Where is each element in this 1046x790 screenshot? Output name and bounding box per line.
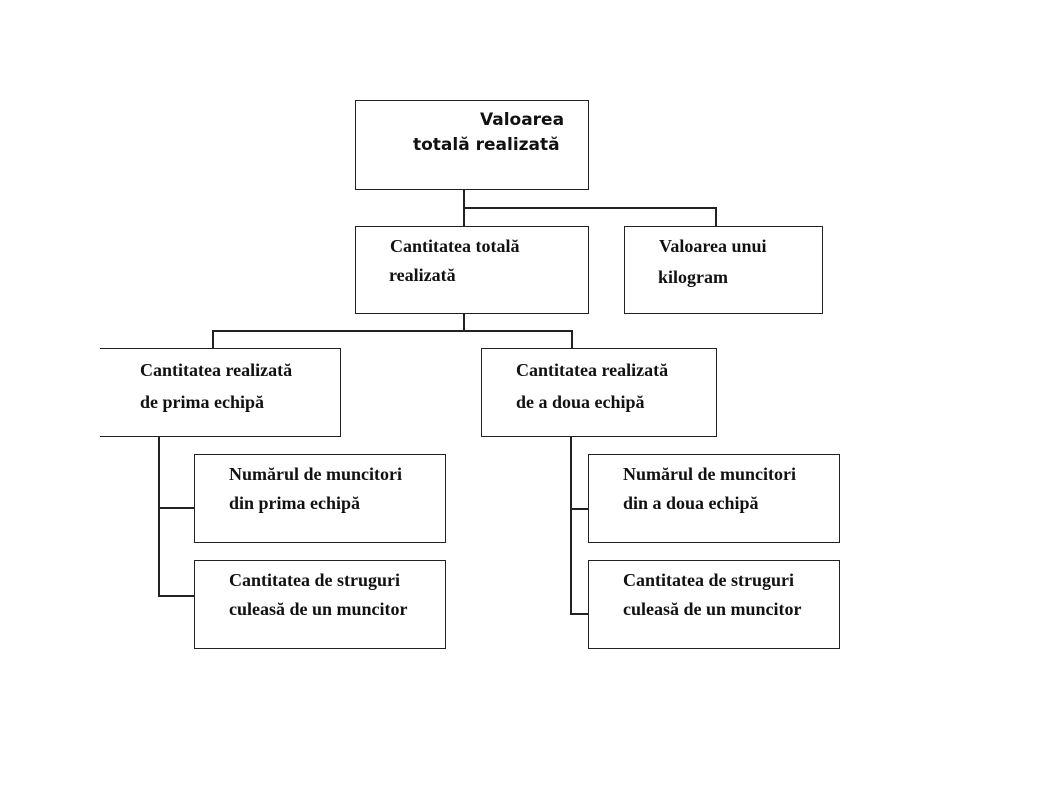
- node-label-line1: Numărul de muncitori: [229, 464, 402, 484]
- node-cantitate-struguri-prima: Cantitatea de struguri culeasă de un mun…: [194, 560, 446, 649]
- node-label-line2: totală realizată: [413, 135, 560, 155]
- node-label-line2: realizată: [389, 265, 456, 285]
- connector-to-team1: [212, 330, 214, 348]
- node-label-line1: Cantitatea realizată: [516, 360, 669, 380]
- node-label-line2: culeasă de un muncitor: [623, 599, 802, 619]
- connector-cantitate-down: [463, 313, 465, 331]
- node-label-line2: de prima echipă: [140, 392, 264, 412]
- node-label-line2: din prima echipă: [229, 493, 361, 513]
- connector-level2-branch: [212, 330, 572, 332]
- connector-team1-quantity: [158, 595, 195, 597]
- node-label-line1: Valoarea unui: [659, 236, 767, 256]
- node-valoarea-totala: Valoarea totală realizată: [355, 100, 589, 190]
- node-cantitatea-prima-echipa: Cantitatea realizată de prima echipă: [100, 348, 341, 437]
- node-cantitate-struguri-a-doua: Cantitatea de struguri culeasă de un mun…: [588, 560, 840, 649]
- connector-root-branch: [463, 207, 716, 209]
- node-label-line2: kilogram: [658, 267, 728, 287]
- node-label-line1: Cantitatea realizată: [140, 360, 293, 380]
- node-label-line1: Valoarea: [480, 110, 565, 130]
- node-label-line2: de a doua echipă: [516, 392, 645, 412]
- node-label-line2: din a doua echipă: [623, 493, 759, 513]
- node-numar-muncitori-a-doua: Numărul de muncitori din a doua echipă: [588, 454, 840, 543]
- connector-team2-quantity: [570, 613, 589, 615]
- node-cantitatea-a-doua-echipa: Cantitatea realizată de a doua echipă: [481, 348, 717, 437]
- node-label-line1: Cantitatea de struguri: [229, 570, 400, 590]
- node-cantitatea-totala: Cantitatea totală realizată: [355, 226, 589, 314]
- connector-team1-workers: [158, 507, 195, 509]
- node-label-line1: Cantitatea totală: [390, 236, 520, 256]
- connector-team2-workers: [570, 508, 589, 510]
- connector-to-valoarea-kg: [715, 207, 717, 227]
- connector-to-team2: [571, 330, 573, 354]
- connector-team1-down: [158, 436, 160, 596]
- node-label-line2: culeasă de un muncitor: [229, 599, 408, 619]
- node-label-line1: Numărul de muncitori: [623, 464, 796, 484]
- node-numar-muncitori-prima: Numărul de muncitori din prima echipă: [194, 454, 446, 543]
- node-label-line1: Cantitatea de struguri: [623, 570, 794, 590]
- connector-team2-down: [570, 436, 572, 614]
- node-valoarea-unui-kilogram: Valoarea unui kilogram: [624, 226, 823, 314]
